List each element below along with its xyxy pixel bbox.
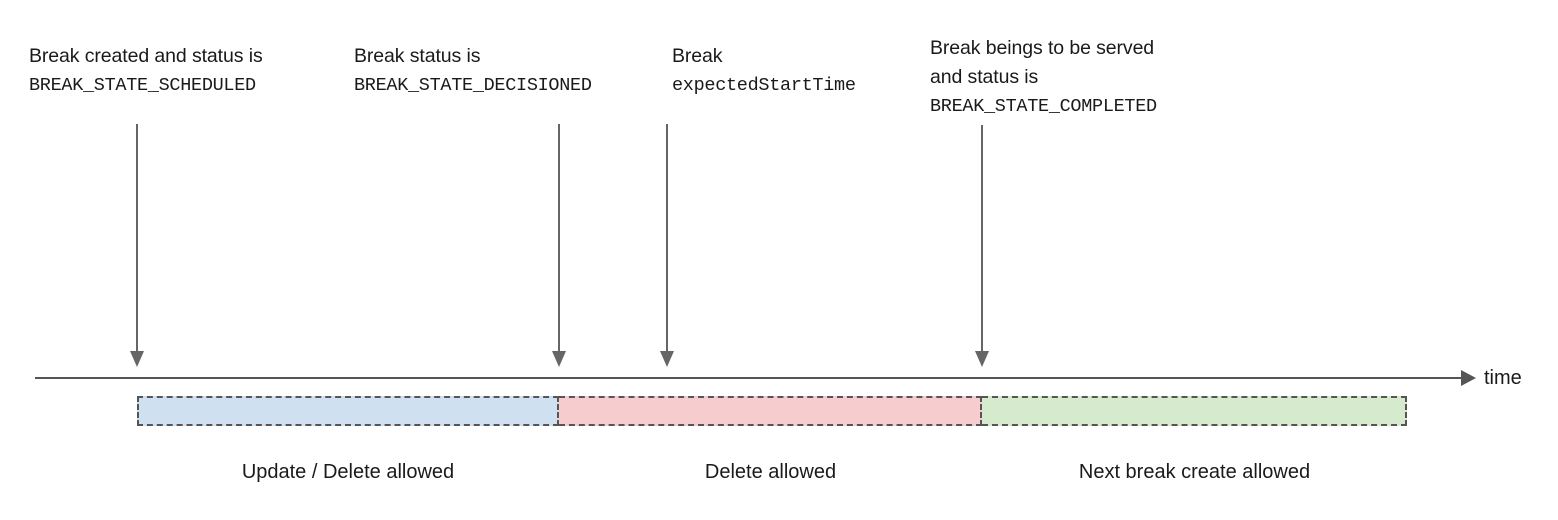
time-axis-line [35,377,1463,379]
phase-segment-update-delete[interactable] [137,396,559,426]
pointer-shaft [558,124,560,351]
arrow-down-icon [552,351,566,367]
phase-segment-next-break-create[interactable] [982,396,1407,426]
time-axis-label: time [1484,367,1522,389]
annotation-expected-start-time: Break expectedStartTime [672,42,856,100]
pointer-arrow-icon-decisioned [551,124,567,367]
annotation-decisioned-line-2: BREAK_STATE_DECISIONED [354,75,592,96]
caption-update-delete: Update / Delete allowed [241,461,455,483]
phase-segment-delete[interactable] [559,396,982,426]
arrow-down-icon [660,351,674,367]
arrow-down-icon [975,351,989,367]
pointer-arrow-icon-expected-start-time [659,124,675,367]
pointer-shaft [666,124,668,351]
annotation-expected-start-time-line-1: Break [672,45,723,67]
annotation-scheduled-line-1: Break created and status is [29,45,263,67]
pointer-arrow-icon-scheduled [129,124,145,367]
annotation-decisioned: Break status is BREAK_STATE_DECISIONED [354,42,592,100]
annotation-completed: Break beings to be served and status is … [930,34,1157,121]
annotation-expected-start-time-line-2: expectedStartTime [672,75,856,96]
annotation-completed-line-3: BREAK_STATE_COMPLETED [930,96,1157,117]
pointer-shaft [136,124,138,351]
arrow-right-icon [1461,370,1476,386]
caption-delete: Delete allowed [704,461,837,483]
pointer-shaft [981,125,983,351]
annotation-completed-line-1: Break beings to be served [930,37,1155,59]
annotation-scheduled-line-2: BREAK_STATE_SCHEDULED [29,75,256,96]
annotation-completed-line-2: and status is [930,66,1039,88]
caption-next-break-create: Next break create allowed [1078,461,1311,483]
annotation-decisioned-line-1: Break status is [354,45,481,67]
phase-bar [137,396,1407,426]
annotation-scheduled: Break created and status is BREAK_STATE_… [29,42,263,100]
pointer-arrow-icon-completed [974,125,990,367]
arrow-down-icon [130,351,144,367]
